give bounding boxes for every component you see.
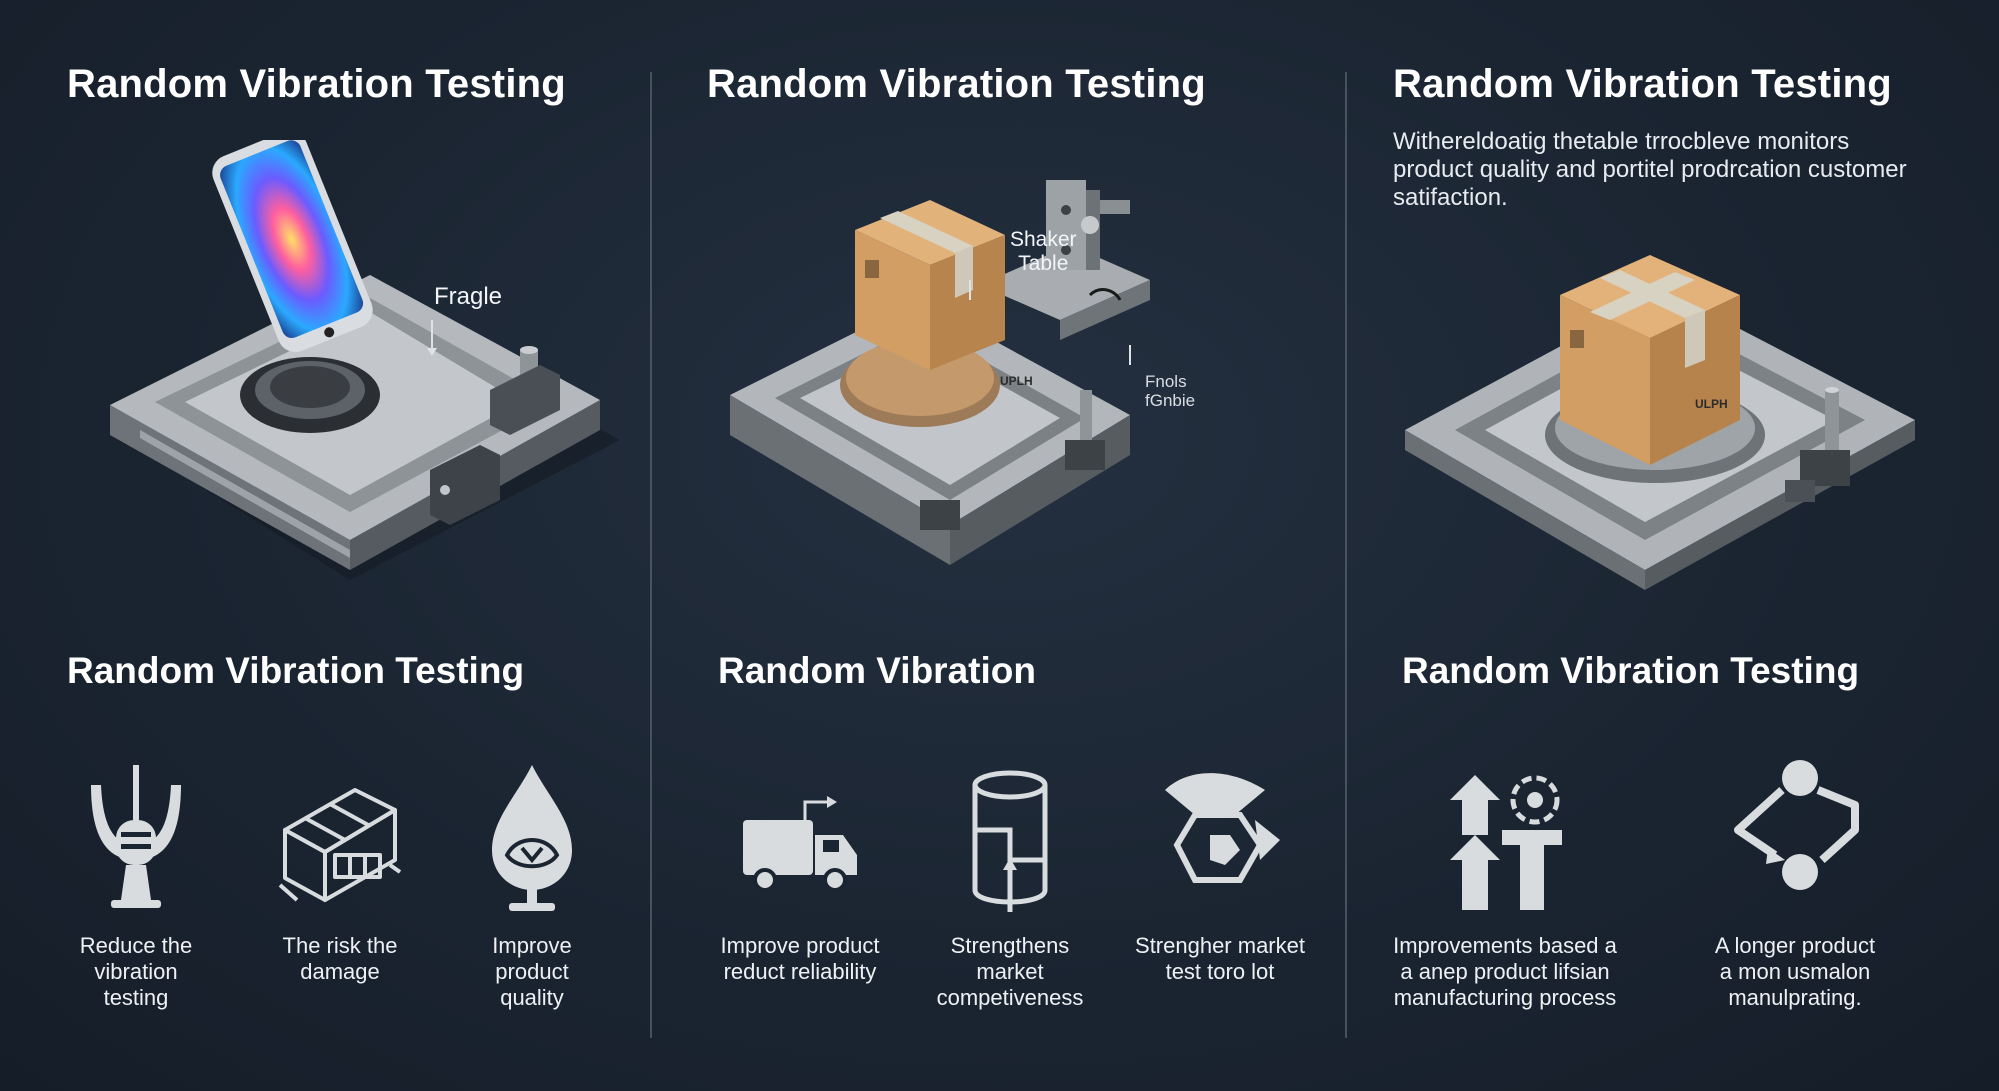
feature-label: Improvements based a a anep product lifs… (1393, 933, 1617, 1010)
feature-longer-product: A longer product a mon usmalon manulprat… (1680, 760, 1910, 1011)
delivery-truck-icon (743, 796, 857, 892)
panel-title: Random Vibration Testing (707, 62, 1206, 106)
feature-label: Strengthens market competiveness (936, 933, 1084, 1010)
panel-title: Random Vibration Testing (1393, 62, 1892, 106)
feature-label: A longer product a mon usmalon manulprat… (1714, 933, 1876, 1010)
box-label-callout: UPLH (1000, 374, 1033, 388)
shaker-table-callout: Shaker Table (1010, 228, 1077, 275)
feature-reduce-vibration: Reduce the vibration testing (36, 760, 236, 1011)
feature-strengthen-market: Strengher market test toro lot (1120, 760, 1320, 985)
panel-subtitle: Random Vibration (718, 650, 1036, 691)
box-platform-illustration (1405, 255, 1915, 590)
feature-market-competitiveness: Strengthens market competiveness (910, 760, 1110, 1011)
panel-shaker-table: Random Vibration Testing U (650, 0, 1345, 1091)
feature-label: Improve product reduct reliability (720, 933, 880, 984)
panel-description: Withereldoatig thetable trrocbleve monit… (1393, 128, 1907, 211)
feature-improve-quality: Improve product quality (432, 760, 632, 1011)
box-shaker-illustration (730, 180, 1150, 565)
shield-cube-icon (1165, 773, 1280, 883)
fragile-callout: Fragle (434, 283, 503, 310)
fixture-callout: Fnols fGnbie (1145, 372, 1196, 410)
quality-drop-icon (492, 765, 572, 911)
feature-improve-reliability: Improve product reduct reliability (700, 760, 900, 985)
tuning-fork-icon (91, 765, 181, 908)
cylinder-icon (972, 770, 1048, 912)
panel-phone-testing: Random Vibration Testing (0, 0, 650, 1091)
phone-shaker-illustration (110, 140, 620, 580)
panel-title: Random Vibration Testing (67, 62, 566, 106)
feature-label: Strengher market test toro lot (1135, 933, 1305, 984)
column-divider-1 (650, 72, 652, 1038)
column-divider-2 (1345, 72, 1347, 1038)
feature-improvements: Improvements based a a anep product lifs… (1390, 760, 1620, 1011)
upward-arrows-icon (1450, 775, 1562, 910)
feature-label: The risk the damage (282, 933, 398, 984)
box-label-callout: ULPH (1695, 397, 1728, 411)
feature-label: Improve product quality (492, 933, 572, 1010)
feature-risk-damage: The risk the damage (240, 760, 440, 985)
feature-label: Reduce the vibration testing (79, 933, 193, 1010)
panel-subtitle: Random Vibration Testing (67, 650, 525, 691)
panel-subtitle: Random Vibration Testing (1402, 650, 1860, 691)
damaged-crate-icon (278, 788, 402, 902)
process-flow-icon (1734, 760, 1859, 890)
panel-quality-monitoring: Random Vibration Testing Withereldoatig … (1345, 0, 1999, 1091)
